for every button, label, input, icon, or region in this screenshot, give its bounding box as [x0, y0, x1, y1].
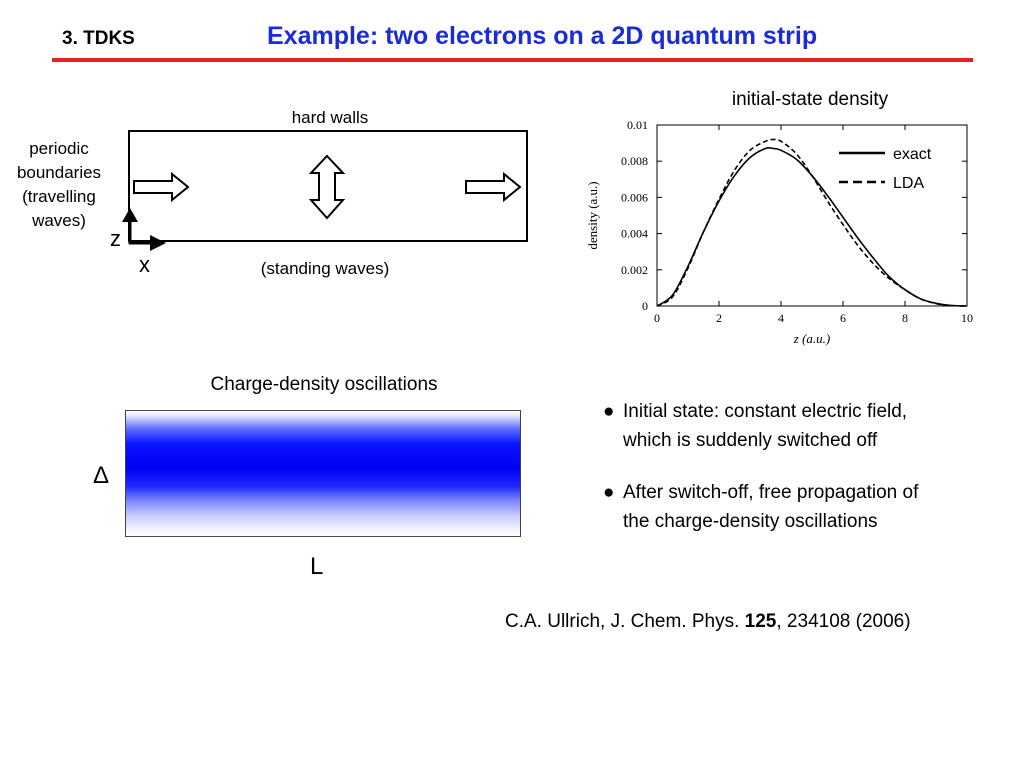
x-axis-arrowhead-icon	[150, 235, 166, 251]
y-tick-label: 0.006	[621, 190, 648, 204]
length-label: L	[310, 553, 324, 580]
right-arrow-icon	[133, 171, 190, 203]
periodic-line: boundaries	[16, 163, 102, 182]
charge-density-image	[125, 410, 521, 537]
series-line-lda	[656, 138, 968, 307]
density-chart: 0 2 4 6 8 10 0 0.002 0.004 0.006 0.008 0.01 z (a.u.)…	[585, 118, 973, 346]
x-axis-label: x	[139, 252, 150, 277]
hard-walls-label: hard walls	[291, 108, 369, 127]
z-axis-label: z	[110, 226, 121, 251]
y-tick-label: 0.002	[621, 263, 648, 277]
y-axis-label: density (a.u.)	[585, 181, 600, 249]
right-arrow-icon	[465, 171, 522, 203]
title-divider	[52, 58, 973, 62]
x-tick-label: 4	[778, 311, 784, 325]
bullet-line: After switch-off, free propagation of	[623, 482, 919, 503]
x-tick-label: 0	[654, 311, 660, 325]
oscillations-title: Charge-density oscillations	[210, 374, 438, 395]
periodic-line: (travelling	[22, 187, 96, 206]
y-tick-label: 0.004	[621, 227, 648, 241]
quantum-strip-box	[128, 130, 528, 242]
bullet-line: which is suddenly switched off	[623, 430, 878, 451]
bullet-marker: ●	[603, 482, 615, 503]
x-tick-label: 2	[716, 311, 722, 325]
slide-title: Example: two electrons on a 2D quantum s…	[267, 22, 818, 50]
z-axis-arrowhead-icon	[122, 208, 138, 222]
legend-label: exact	[893, 146, 932, 163]
periodic-line: periodic	[29, 139, 89, 158]
citation-authors: C.A. Ullrich, J. Chem. Phys.	[505, 611, 745, 632]
x-axis-label: z (a.u.)	[793, 331, 830, 346]
y-tick-label: 0	[642, 299, 648, 313]
y-tick-label: 0.01	[627, 118, 648, 132]
bullet-line: the charge-density oscillations	[623, 511, 878, 532]
citation-volume: 125	[744, 611, 777, 632]
periodic-line: waves)	[32, 211, 86, 230]
periodic-boundaries-label: periodic boundaries (travelling waves)	[0, 137, 118, 233]
citation-pages: , 234108 (2006)	[776, 611, 911, 632]
section-label: 3. TDKS	[62, 28, 135, 49]
delta-label: Δ	[93, 462, 110, 489]
legend-label: LDA	[893, 175, 924, 192]
plot-frame	[656, 124, 968, 307]
standing-waves-label: (standing waves)	[260, 259, 390, 278]
y-tick-label: 0.008	[621, 154, 648, 168]
bullet-line: Initial state: constant electric field,	[623, 401, 908, 422]
x-tick-label: 10	[961, 311, 973, 325]
chart-title: initial-state density	[731, 89, 889, 110]
strip-arrows	[122, 154, 522, 251]
citation: C.A. Ullrich, J. Chem. Phys. 125, 234108…	[505, 611, 911, 633]
bullet-marker: ●	[603, 401, 615, 422]
bullet-item: ● Initial state: constant electric field,…	[603, 397, 1003, 455]
x-tick-label: 6	[840, 311, 846, 325]
series-line-exact	[656, 146, 968, 307]
up-down-arrow-icon	[308, 154, 346, 220]
x-tick-label: 8	[902, 311, 908, 325]
bullet-item: ● After switch-off, free propagation of t…	[603, 478, 1003, 536]
